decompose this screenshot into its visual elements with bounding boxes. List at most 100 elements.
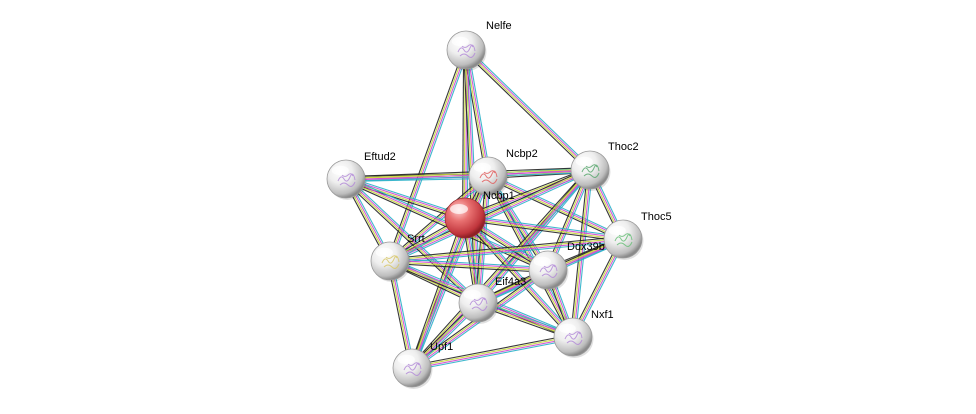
edge-line: [347, 176, 481, 302]
protein-structure-icon: [457, 44, 476, 58]
node-label: Ddx39b: [567, 241, 605, 253]
edge-line: [466, 49, 591, 170]
edge-line: [390, 176, 489, 263]
edge-line: [412, 337, 574, 370]
edge-line: [390, 239, 624, 263]
edge-line: [390, 170, 591, 263]
node-highlight: [608, 225, 626, 236]
edge-line: [390, 258, 549, 269]
edge-line: [346, 170, 591, 181]
edge-line: [462, 49, 465, 218]
node-eif4a3[interactable]: Eif4a3: [458, 276, 526, 324]
node-srrt[interactable]: Srrt: [370, 233, 425, 282]
edge-nxf1-upf1[interactable]: [411, 334, 574, 371]
protein-structure-icon: [403, 362, 422, 376]
protein-structure-icon: [381, 255, 400, 269]
node-upf1[interactable]: Upf1: [392, 341, 453, 389]
protein-structure-icon: [539, 264, 558, 278]
node-label: Thoc5: [641, 211, 672, 223]
node-bubble: [392, 348, 432, 388]
edge-line: [463, 167, 590, 217]
node-bubble: [553, 317, 593, 357]
node-bubble: [446, 30, 486, 70]
node-ncbp2[interactable]: Ncbp2: [468, 148, 538, 197]
node-highlight: [463, 289, 481, 300]
edge-line: [343, 180, 477, 306]
edge-line: [389, 237, 623, 261]
node-bubble: [528, 250, 568, 290]
node-bubble: [603, 219, 643, 259]
protein-structure-icon: [337, 173, 356, 187]
node-label: Ncbp2: [506, 148, 538, 160]
edge-line: [464, 218, 623, 241]
edge-line: [463, 51, 589, 173]
edge-line: [467, 47, 593, 169]
node-thoc5[interactable]: Thoc5: [603, 211, 672, 260]
edge-nelfe-thoc2[interactable]: [463, 47, 593, 173]
edge-ncbp1-nxf1[interactable]: [462, 216, 576, 339]
edge-line: [411, 335, 573, 368]
edge-line: [478, 170, 592, 304]
edge-ncbp1-upf1[interactable]: [409, 217, 468, 369]
edge-nelfe-srrt[interactable]: [387, 49, 469, 262]
edge-eftud2-ncbp1[interactable]: [345, 176, 466, 221]
node-highlight: [331, 165, 349, 176]
edge-line: [465, 217, 574, 337]
node-highlight: [473, 162, 491, 173]
edge-line: [346, 176, 466, 217]
edge-line: [390, 171, 592, 264]
edge-line: [346, 177, 466, 218]
edge-line: [387, 49, 465, 261]
node-nxf1[interactable]: Nxf1: [553, 309, 614, 358]
node-ncbp1[interactable]: Ncbp1: [444, 190, 515, 240]
node-label: Ncbp1: [483, 190, 515, 202]
node-label: Upf1: [430, 341, 453, 353]
node-highlight: [375, 247, 393, 258]
edge-line: [345, 179, 465, 220]
node-highlight: [533, 256, 551, 267]
edge-line: [388, 49, 466, 261]
edge-thoc5-srrt[interactable]: [389, 236, 624, 264]
protein-structure-icon: [469, 297, 488, 311]
edge-line: [345, 180, 465, 221]
node-nelfe[interactable]: Nelfe: [446, 20, 512, 71]
edge-line: [346, 178, 479, 303]
edge-line: [390, 50, 468, 262]
edge-line: [465, 50, 590, 171]
node-highlight: [558, 323, 576, 334]
edge-line: [345, 168, 590, 179]
edge-line: [345, 167, 590, 178]
edge-line: [409, 217, 464, 368]
edge-line: [410, 217, 465, 368]
edge-line: [467, 49, 491, 176]
node-highlight: [397, 354, 415, 365]
edge-srrt-ddx39b[interactable]: [389, 258, 549, 273]
edge-line: [412, 338, 574, 371]
edge-line: [389, 262, 548, 273]
edge-line: [390, 240, 624, 264]
edge-line: [466, 216, 576, 336]
edge-line: [465, 215, 624, 238]
node-label: Eif4a3: [495, 276, 526, 288]
node-ddx39b[interactable]: Ddx39b: [528, 241, 605, 291]
edge-line: [388, 173, 487, 260]
edge-line: [570, 169, 589, 337]
edge-line: [346, 171, 591, 182]
edge-thoc2-eftud2[interactable]: [345, 167, 591, 182]
node-bubble: [326, 159, 366, 199]
node-highlight: [575, 156, 593, 167]
node-label: Thoc2: [608, 141, 639, 153]
edge-line: [413, 218, 468, 369]
node-label: Nelfe: [486, 20, 512, 32]
node-label: Nxf1: [591, 309, 614, 321]
edge-line: [462, 219, 572, 339]
node-eftud2[interactable]: Eftud2: [326, 151, 396, 200]
edge-line: [465, 216, 624, 239]
node-thoc2[interactable]: Thoc2: [570, 141, 639, 191]
edge-eftud2-eif4a3[interactable]: [343, 176, 481, 306]
edge-line: [464, 219, 623, 242]
edge-ncbp1-thoc5[interactable]: [464, 215, 624, 242]
edge-line: [389, 261, 548, 272]
